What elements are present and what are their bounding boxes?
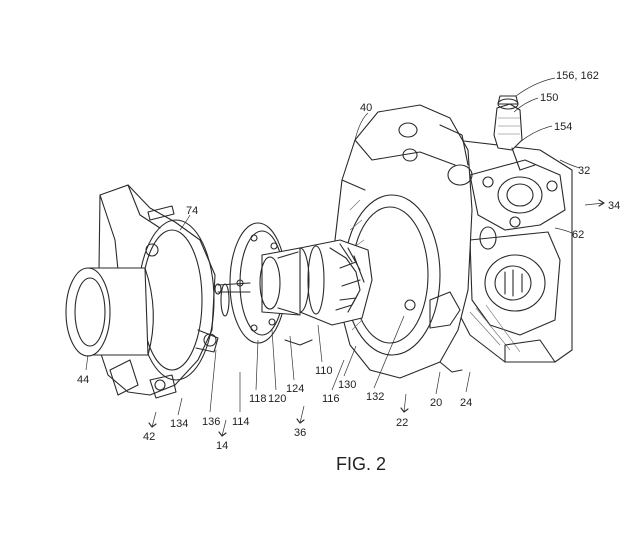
label-14: 14 [216, 440, 228, 452]
label-40: 40 [360, 102, 372, 114]
label-134: 134 [170, 418, 188, 430]
label-136: 136 [202, 416, 220, 428]
label-130: 130 [338, 379, 356, 391]
label-42: 42 [143, 431, 155, 443]
label-34: 34 [608, 200, 620, 212]
bearing-plate [215, 223, 312, 345]
label-44: 44 [77, 374, 89, 386]
label-20: 20 [430, 397, 442, 409]
label-154: 154 [554, 121, 572, 133]
label-156-162: 156, 162 [556, 70, 599, 82]
label-132: 132 [366, 391, 384, 403]
label-22: 22 [396, 417, 408, 429]
label-120: 120 [268, 393, 286, 405]
compressor-wheel [291, 240, 372, 325]
center-housing [335, 105, 472, 378]
label-32: 32 [578, 165, 590, 177]
label-110: 110 [315, 365, 333, 377]
label-114: 114 [232, 416, 250, 428]
label-150: 150 [540, 92, 558, 104]
label-116: 116 [322, 393, 340, 405]
label-24: 24 [460, 397, 472, 409]
label-124: 124 [286, 383, 304, 395]
label-118: 118 [249, 393, 267, 405]
label-36: 36 [294, 427, 306, 439]
compressor-housing [66, 185, 229, 398]
label-62: 62 [572, 229, 584, 241]
label-74: 74 [186, 205, 198, 217]
figure-caption: FIG. 2 [336, 454, 386, 474]
